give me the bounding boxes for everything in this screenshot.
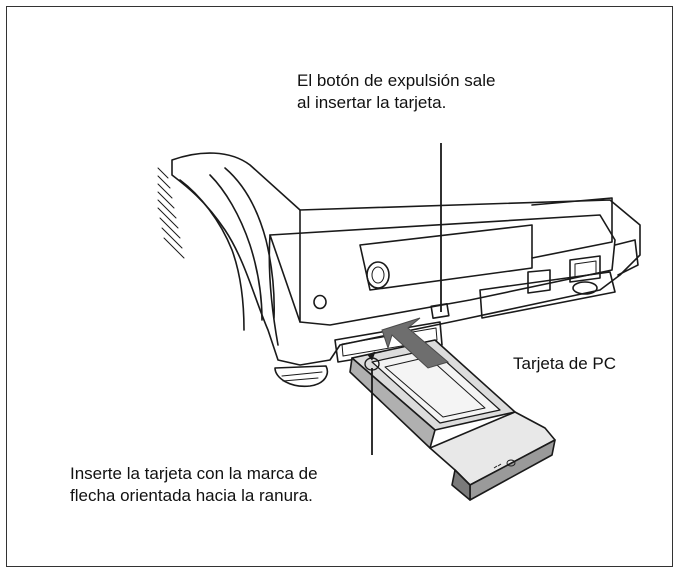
insert-caption: Inserte la tarjeta con la marca de flech… xyxy=(70,463,318,507)
eject-caption-line-1: El botón de expulsión sale xyxy=(297,71,496,90)
insertion-arrow-icon xyxy=(381,317,450,369)
eject-caption: El botón de expulsión sale al insertar l… xyxy=(297,70,495,114)
vent-lines xyxy=(157,167,185,259)
pc-card-caption: Tarjeta de PC xyxy=(513,354,616,373)
eject-caption-line-2: al insertar la tarjeta. xyxy=(297,93,447,112)
badge-icon xyxy=(366,261,390,289)
foot-left xyxy=(274,365,329,388)
insert-caption-line-2: flecha orientada hacia la ranura. xyxy=(70,486,313,505)
figure-frame xyxy=(6,6,673,567)
insert-caption-line-1: Inserte la tarjeta con la marca de xyxy=(70,464,318,483)
eject-button xyxy=(430,303,450,319)
